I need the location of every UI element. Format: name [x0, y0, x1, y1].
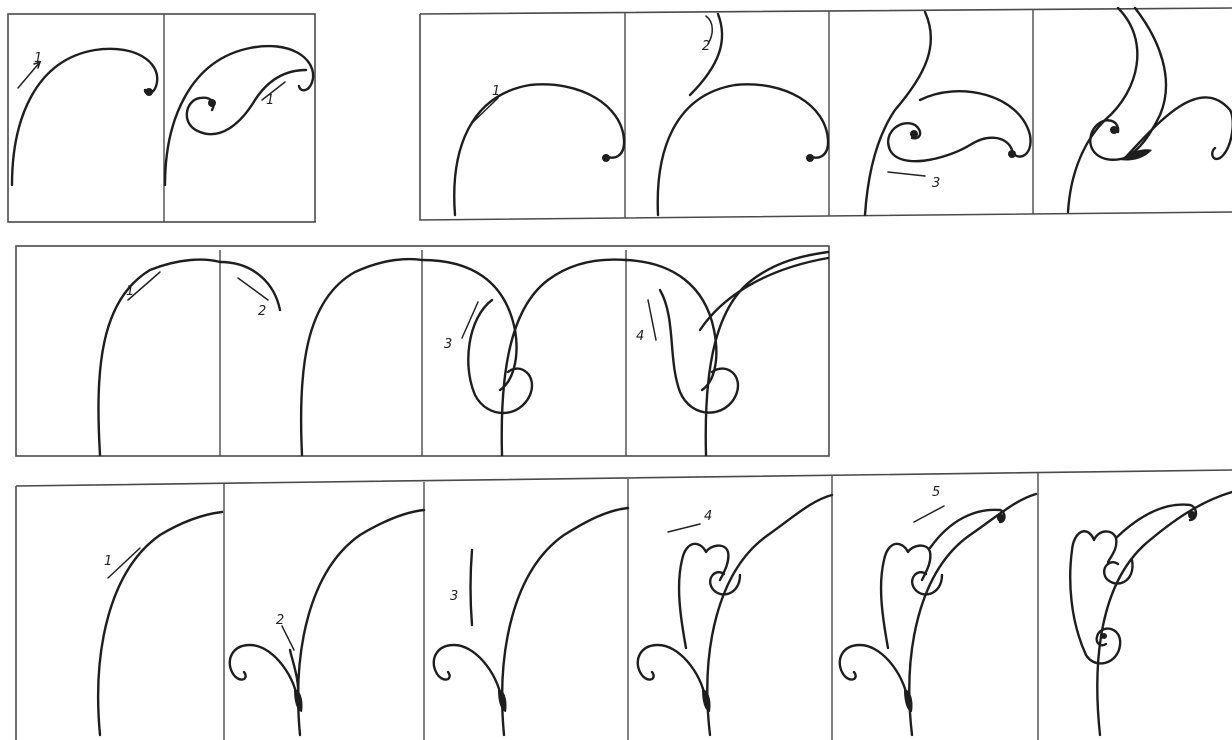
- row3-p6-curl-dot: [1101, 633, 1107, 639]
- row3-p5-bud: [881, 544, 930, 648]
- row1b-p1-arc: [454, 84, 624, 215]
- row3-p3-leaf: [434, 645, 502, 700]
- row3-p3-stem: [471, 550, 473, 625]
- row1b-panel-group: 1 2 3: [420, 8, 1232, 220]
- row1a-p1-end-dot: [145, 88, 153, 96]
- row2-p2-arrow: [238, 278, 268, 300]
- row2-p3-arc2: [502, 260, 626, 455]
- row3-p6-tendril: [1116, 505, 1196, 538]
- row3-p4-arrow: [668, 524, 700, 532]
- row3-panel-group: 1 2 3 4 5: [16, 470, 1232, 740]
- row3-frame: [16, 470, 1232, 740]
- row2-p4-curl: [660, 290, 738, 413]
- row2-p4-step-number: 4: [636, 329, 644, 344]
- row1b-p3-dot-left: [910, 130, 918, 138]
- row1b-p3-step-number: 3: [932, 176, 940, 191]
- row3-p3-arc: [502, 508, 628, 735]
- row3-p6-arc: [1097, 492, 1232, 735]
- row2-p2-arc2: [301, 259, 422, 455]
- row3-p5-joint: [904, 690, 913, 712]
- row2-p2-step-number: 2: [258, 304, 266, 319]
- row1b-p2-arc: [658, 84, 828, 215]
- row3-p2-arrow: [282, 626, 294, 650]
- row2-p1-arc: [98, 260, 220, 455]
- row3-p5-arc: [909, 494, 1036, 735]
- row1b-p1-end-dot: [602, 154, 610, 162]
- row1b-p3-dot-right: [1008, 150, 1016, 158]
- row1a-panel-group: 1 1: [8, 14, 315, 222]
- row3-p4-joint: [702, 690, 711, 712]
- row1b-p1-arrow: [470, 98, 498, 125]
- row1a-p2-step-number: 1: [266, 93, 274, 108]
- row2-p3-step-number: 3: [444, 337, 452, 352]
- row3-p6-end-dot: [1188, 511, 1196, 519]
- row3-p4-leaf: [638, 645, 706, 700]
- row2-p1-step-number: 1: [126, 284, 134, 299]
- row1a-p2-end-dot: [208, 99, 216, 107]
- row1b-p2-stem: [690, 14, 722, 95]
- row1b-p3-leaf: [888, 91, 1030, 161]
- row3-p3-step-number: 3: [450, 589, 458, 604]
- row1b-p1-step-number: 1: [492, 84, 500, 99]
- row3-p3-joint: [498, 690, 507, 712]
- row3-p4-step-number: 4: [704, 509, 712, 524]
- row1b-p3-arrow: [888, 172, 925, 176]
- row3-p2-arc: [298, 510, 424, 735]
- row2-panel-group: 1 2 3 4: [16, 246, 829, 456]
- row3-p5-leaf: [840, 645, 908, 700]
- row2-p4-arc2: [706, 252, 828, 455]
- row1b-p3-stem: [865, 12, 931, 215]
- row1b-p4-stem: [1068, 8, 1137, 212]
- row1a-p1-step-number: 1: [34, 51, 42, 66]
- row2-p4-arc3: [700, 258, 828, 330]
- row3-p5-step-number: 5: [932, 485, 940, 500]
- row2-p3-curl: [468, 300, 532, 413]
- row1b-p2-step-number: 2: [702, 39, 710, 54]
- row3-p5-tendril: [930, 510, 1005, 548]
- row1b-p2-end-dot: [806, 154, 814, 162]
- row3-p1-step-number: 1: [104, 554, 112, 569]
- row3-p2-joint: [294, 690, 303, 712]
- row3-p6-bud: [1070, 531, 1116, 655]
- row3-p4-arc: [707, 495, 832, 735]
- row3-p2-step-number: 2: [276, 613, 284, 628]
- row3-p5-end-dot: [997, 514, 1005, 522]
- row1b-p4-dot-left: [1110, 126, 1118, 134]
- row3-p2-leaf: [230, 645, 298, 700]
- row3-p4-bud: [679, 544, 728, 648]
- row3-p1-arc: [98, 512, 222, 735]
- row3-p5-arrow: [914, 506, 944, 522]
- row2-p4-arrow: [648, 300, 656, 340]
- row3-p1-arrow: [108, 548, 140, 578]
- row1a-p2-curl: [187, 70, 306, 134]
